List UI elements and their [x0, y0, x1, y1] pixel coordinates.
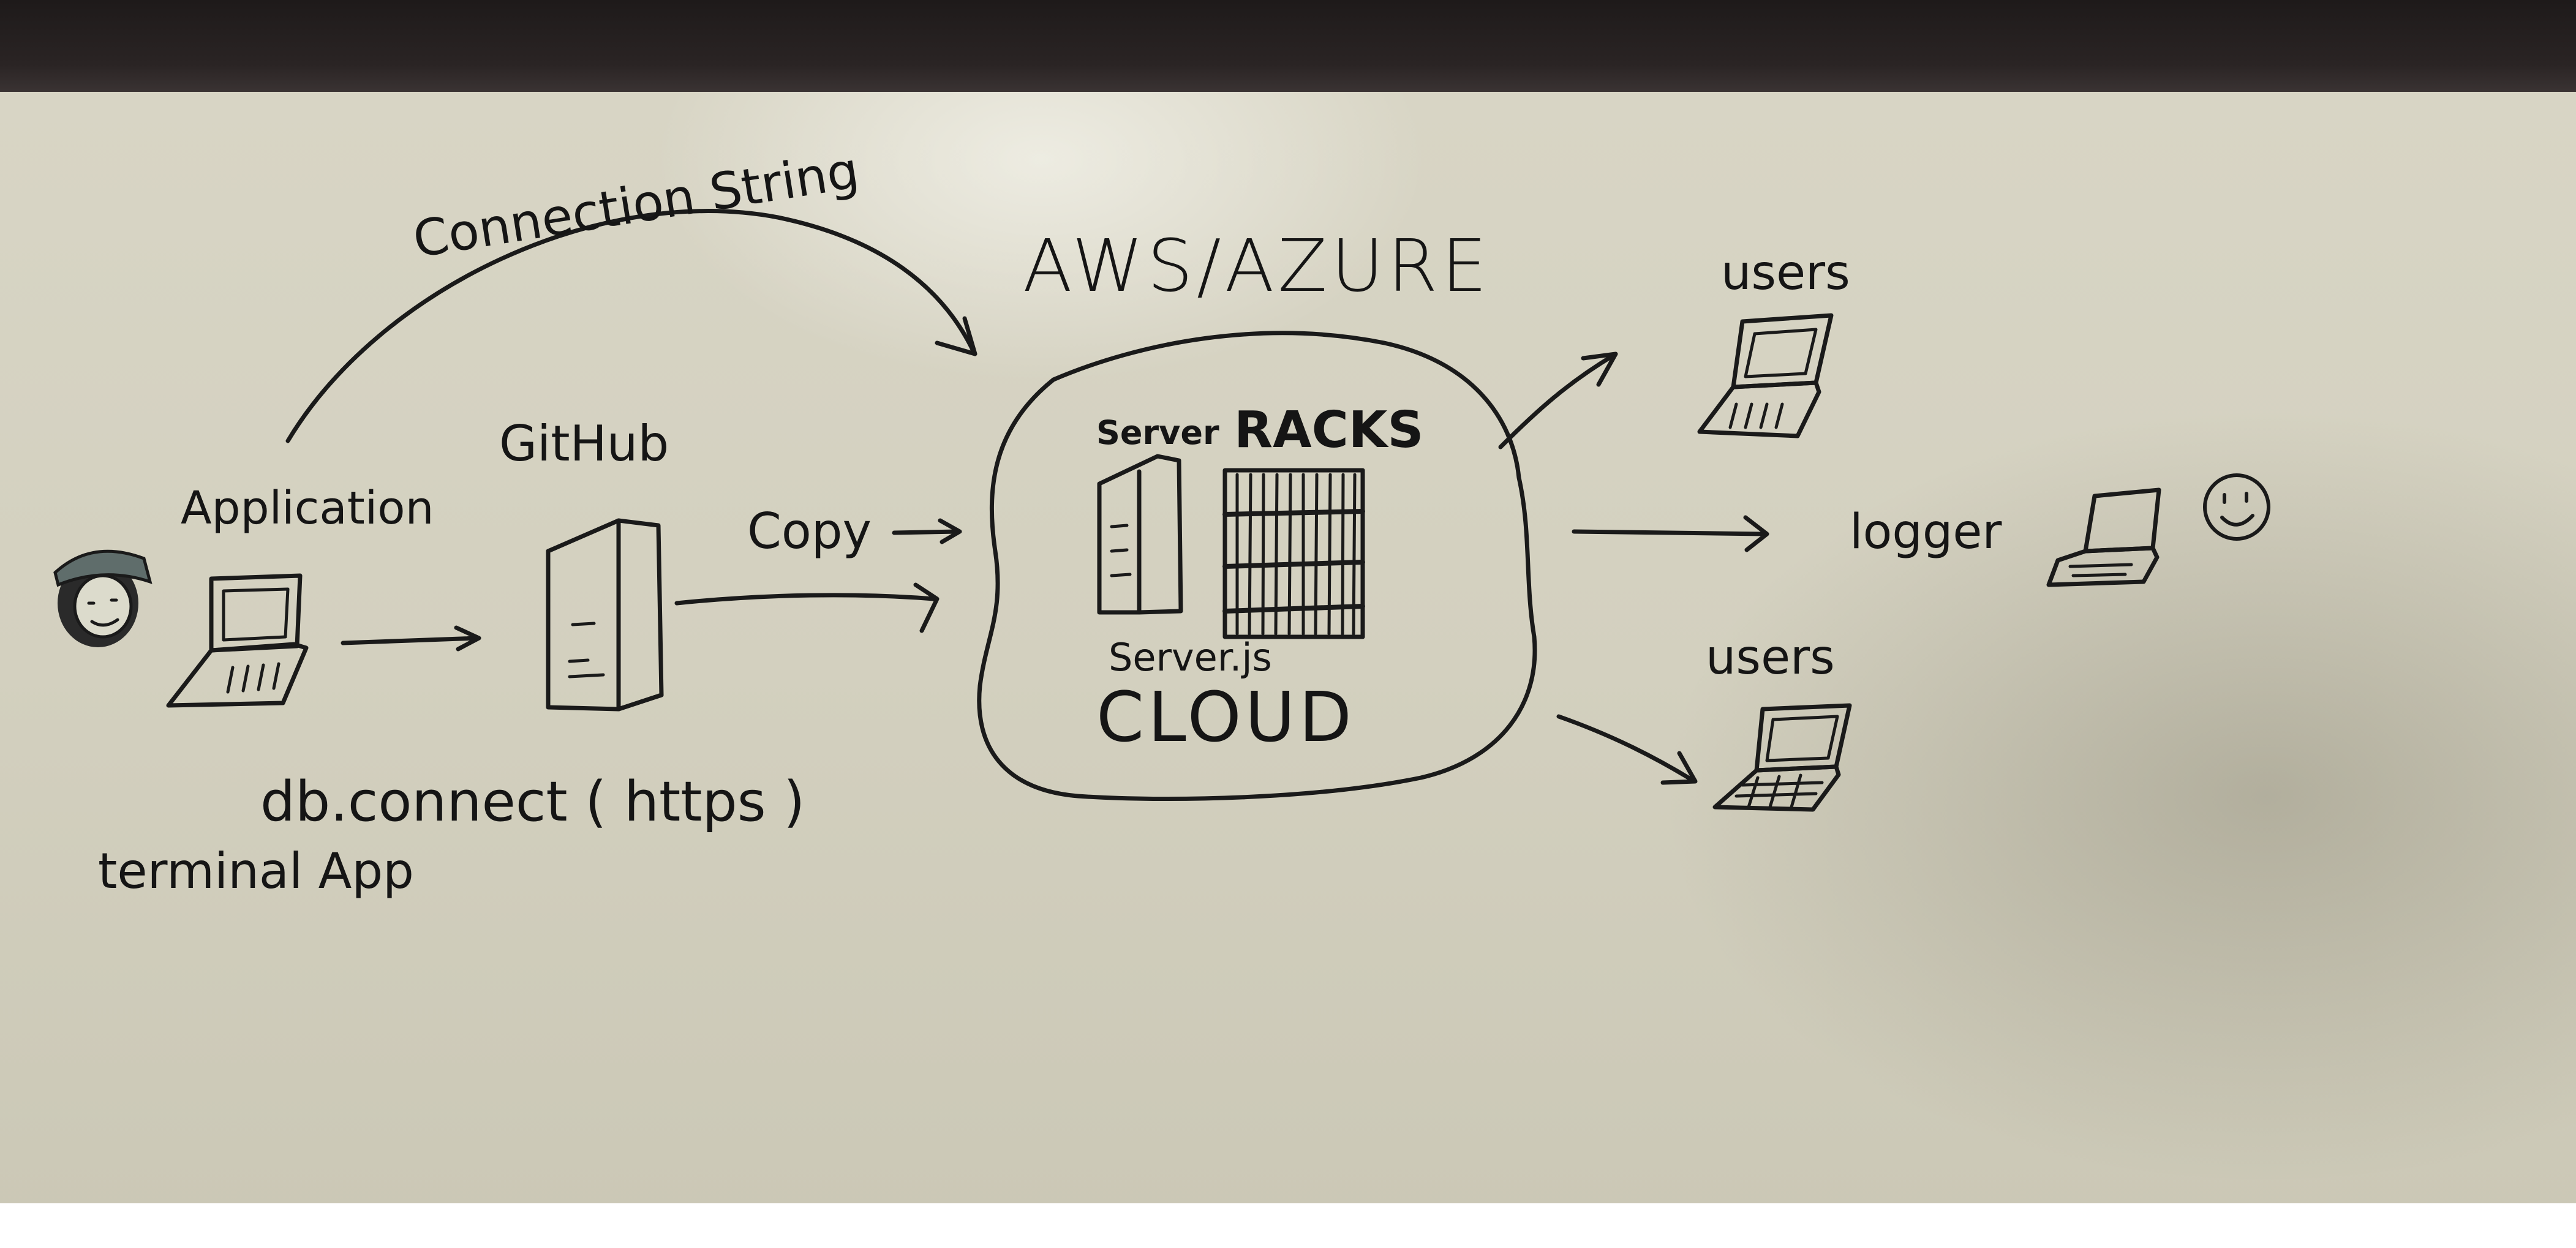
cloud-outline [977, 331, 1537, 802]
racks-label: RACKS [1234, 401, 1423, 459]
image-bottom-margin [0, 1203, 2576, 1248]
app-to-github-arrow [341, 625, 481, 652]
users-top-label: users [1721, 246, 1850, 301]
connection-string-arc [285, 209, 976, 443]
cloud-to-users-top-arrow [1498, 351, 1618, 449]
github-label: GitHub [499, 415, 669, 472]
users-bottom-label: users [1706, 630, 1835, 685]
copy-arrow [892, 518, 962, 544]
whiteboard-top-frame [0, 0, 2576, 92]
db-connect-label: db.connect ( https ) [260, 770, 805, 834]
server-racks-icon [1222, 468, 1365, 639]
smiley-face-icon [2203, 473, 2270, 541]
logger-label: logger [1850, 505, 2002, 560]
users-top-laptop-icon [1697, 313, 1834, 438]
server-js-label: Server.js [1109, 635, 1272, 680]
github-to-cloud-arrow [674, 582, 940, 633]
connection-string-arrowhead [935, 316, 977, 356]
connection-string-label: Connection String [409, 141, 863, 269]
server-label: Server [1096, 413, 1219, 452]
users-bottom-laptop-icon [1712, 703, 1852, 812]
cloud-server-icon [1097, 454, 1183, 615]
cloud-to-logger-arrow [1572, 515, 1769, 552]
cloud-label: CLOUD [1096, 678, 1355, 757]
github-server-icon [546, 518, 664, 712]
aws-azure-label: AWS/AZURE [1023, 224, 1491, 308]
cloud-to-users-bottom-arrow [1556, 714, 1698, 785]
application-label: Application [181, 482, 434, 535]
logger-laptop-icon [2046, 487, 2161, 587]
copy-label: Copy [747, 503, 872, 560]
terminal-app-label: terminal App [98, 843, 414, 900]
application-laptop-icon [166, 573, 309, 708]
developer-avatar-icon [53, 549, 153, 647]
